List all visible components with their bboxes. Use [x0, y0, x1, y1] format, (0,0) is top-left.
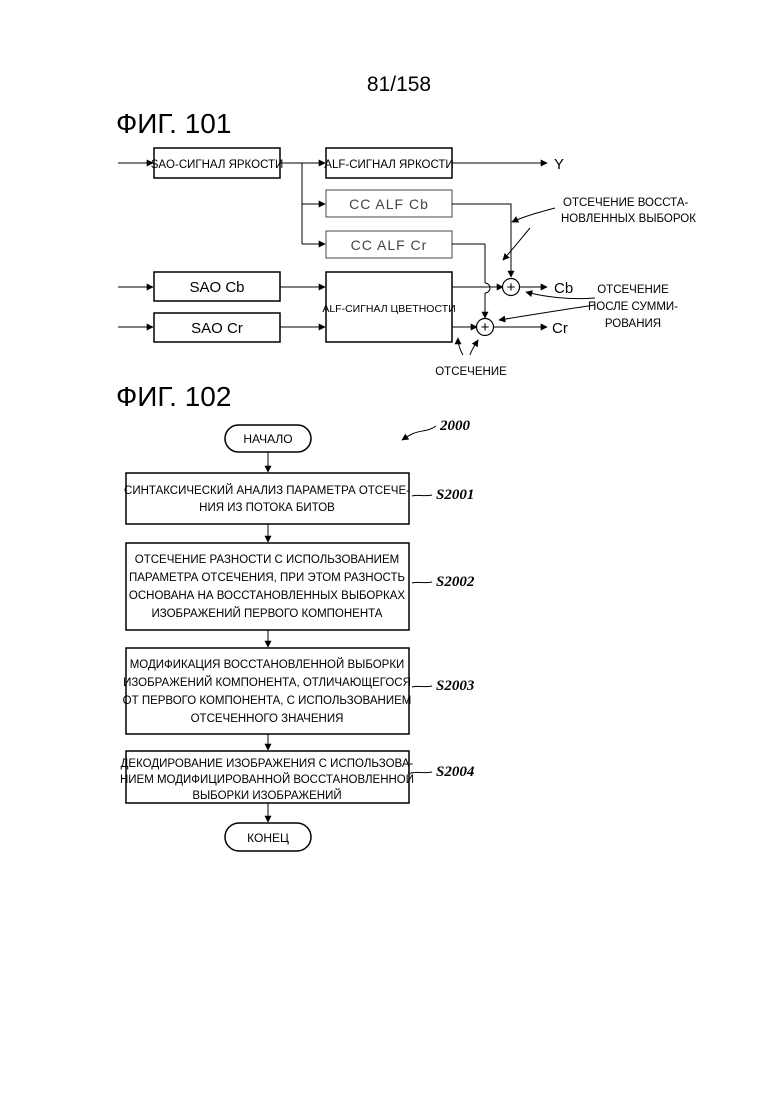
step-s2002-id: S2002 [436, 574, 475, 590]
step-s2003-line4: ОТСЕЧЕННОГО ЗНАЧЕНИЯ [191, 713, 344, 725]
step-s2001-ref: S2001 [412, 487, 474, 503]
block-sao-cb: SAO Cb [154, 272, 280, 301]
ref-2000-label: 2000 [439, 418, 471, 434]
step-s2002-line4: ИЗОБРАЖЕНИЙ ПЕРВОГО КОМПОНЕНТА [152, 607, 383, 620]
step-s2002-line3: ОСНОВАНА НА ВОССТАНОВЛЕННЫХ ВЫБОРКАХ [129, 590, 405, 602]
output-cr: Cr [552, 320, 568, 337]
block-cc-alf-cb-label: CC ALF Cb [349, 196, 429, 212]
adder-cb: + [503, 279, 520, 297]
step-s2001-line2: НИЯ ИЗ ПОТОКА БИТОВ [199, 502, 335, 514]
step-s2003: МОДИФИКАЦИЯ ВОССТАНОВЛЕННОЙ ВЫБОРКИ ИЗОБ… [123, 648, 412, 734]
ref-2000: 2000 [402, 418, 471, 440]
step-s2001: СИНТАКСИЧЕСКИЙ АНАЛИЗ ПАРАМЕТРА ОТСЕЧЕ- … [124, 473, 410, 524]
step-s2003-line2: ИЗОБРАЖЕНИЙ КОМПОНЕНТА, ОТЛИЧАЮЩЕГОСЯ [123, 676, 411, 689]
block-alf-chroma: ALF-СИГНАЛ ЦВЕТНОСТИ [322, 272, 455, 342]
step-s2001-line1: СИНТАКСИЧЕСКИЙ АНАЛИЗ ПАРАМЕТРА ОТСЕЧЕ- [124, 484, 410, 497]
annotation-clip-after-sum-line1: ОТСЕЧЕНИЕ [597, 284, 669, 296]
step-s2004-line2: НИЕМ МОДИФИЦИРОВАННОЙ ВОССТАНОВЛЕННОЙ [120, 773, 414, 786]
output-cb: Cb [554, 280, 573, 297]
step-s2003-line1: МОДИФИКАЦИЯ ВОССТАНОВЛЕННОЙ ВЫБОРКИ [130, 658, 405, 671]
annotation-clip-reconstructed-line1: ОТСЕЧЕНИЕ ВОССТА- [563, 197, 688, 209]
block-cc-alf-cr: CC ALF Cr [326, 231, 452, 258]
annotation-clip-reconstructed: ОТСЕЧЕНИЕ ВОССТА- НОВЛЕННЫХ ВЫБОРОК [561, 197, 696, 225]
adder-cb-symbol: + [507, 279, 516, 296]
block-alf-luma-label: ALF-СИГНАЛ ЯРКОСТИ [324, 159, 453, 171]
step-s2003-ref: S2003 [412, 678, 475, 694]
output-y: Y [554, 156, 564, 173]
adder-cr-symbol: + [481, 319, 490, 336]
step-s2004: ДЕКОДИРОВАНИЕ ИЗОБРАЖЕНИЯ С ИСПОЛЬЗОВА- … [120, 751, 414, 803]
block-sao-cr: SAO Cr [154, 313, 280, 342]
step-s2001-id: S2001 [436, 487, 474, 503]
step-s2003-line3: ОТ ПЕРВОГО КОМПОНЕНТА, С ИСПОЛЬЗОВАНИЕМ [123, 695, 412, 707]
terminal-start: НАЧАЛО [225, 425, 311, 452]
step-s2004-line1: ДЕКОДИРОВАНИЕ ИЗОБРАЖЕНИЯ С ИСПОЛЬЗОВА- [121, 758, 414, 770]
step-s2002-line2: ПАРАМЕТРА ОТСЕЧЕНИЯ, ПРИ ЭТОМ РАЗНОСТЬ [129, 572, 405, 584]
step-s2004-id: S2004 [436, 764, 475, 780]
annotation-clip-reconstructed-line2: НОВЛЕННЫХ ВЫБОРОК [561, 213, 696, 225]
terminal-start-label: НАЧАЛО [243, 432, 292, 446]
step-s2002: ОТСЕЧЕНИЕ РАЗНОСТИ С ИСПОЛЬЗОВАНИЕМ ПАРА… [126, 543, 409, 630]
block-alf-luma: ALF-СИГНАЛ ЯРКОСТИ [324, 148, 453, 178]
adder-cr: + [477, 319, 494, 337]
annotation-clip-after-sum-line3: РОВАНИЯ [605, 318, 661, 330]
page-number: 81/158 [367, 73, 431, 96]
annotation-clip: ОТСЕЧЕНИЕ [435, 366, 507, 378]
step-s2003-id: S2003 [436, 678, 475, 694]
fig101-title: ФИГ. 101 [116, 108, 231, 139]
fig102-title: ФИГ. 102 [116, 381, 231, 412]
step-s2004-ref: S2004 [412, 764, 475, 780]
block-sao-cr-label: SAO Cr [191, 320, 243, 337]
terminal-end: КОНЕЦ [225, 823, 311, 851]
terminal-end-label: КОНЕЦ [247, 831, 289, 845]
step-s2002-ref: S2002 [412, 574, 475, 590]
block-cc-alf-cb: CC ALF Cb [326, 190, 452, 217]
block-sao-luma-label: SAO-СИГНАЛ ЯРКОСТИ [151, 159, 284, 171]
block-sao-cb-label: SAO Cb [189, 279, 244, 296]
step-s2004-line3: ВЫБОРКИ ИЗОБРАЖЕНИЙ [192, 789, 341, 802]
annotation-clip-after-sum: ОТСЕЧЕНИЕ ПОСЛЕ СУММИ- РОВАНИЯ [588, 284, 678, 330]
block-sao-luma: SAO-СИГНАЛ ЯРКОСТИ [151, 148, 284, 178]
annotation-clip-after-sum-line2: ПОСЛЕ СУММИ- [588, 301, 678, 313]
step-s2002-line1: ОТСЕЧЕНИЕ РАЗНОСТИ С ИСПОЛЬЗОВАНИЕМ [135, 554, 399, 566]
block-cc-alf-cr-label: CC ALF Cr [351, 237, 428, 253]
block-alf-chroma-label: ALF-СИГНАЛ ЦВЕТНОСТИ [322, 303, 455, 315]
